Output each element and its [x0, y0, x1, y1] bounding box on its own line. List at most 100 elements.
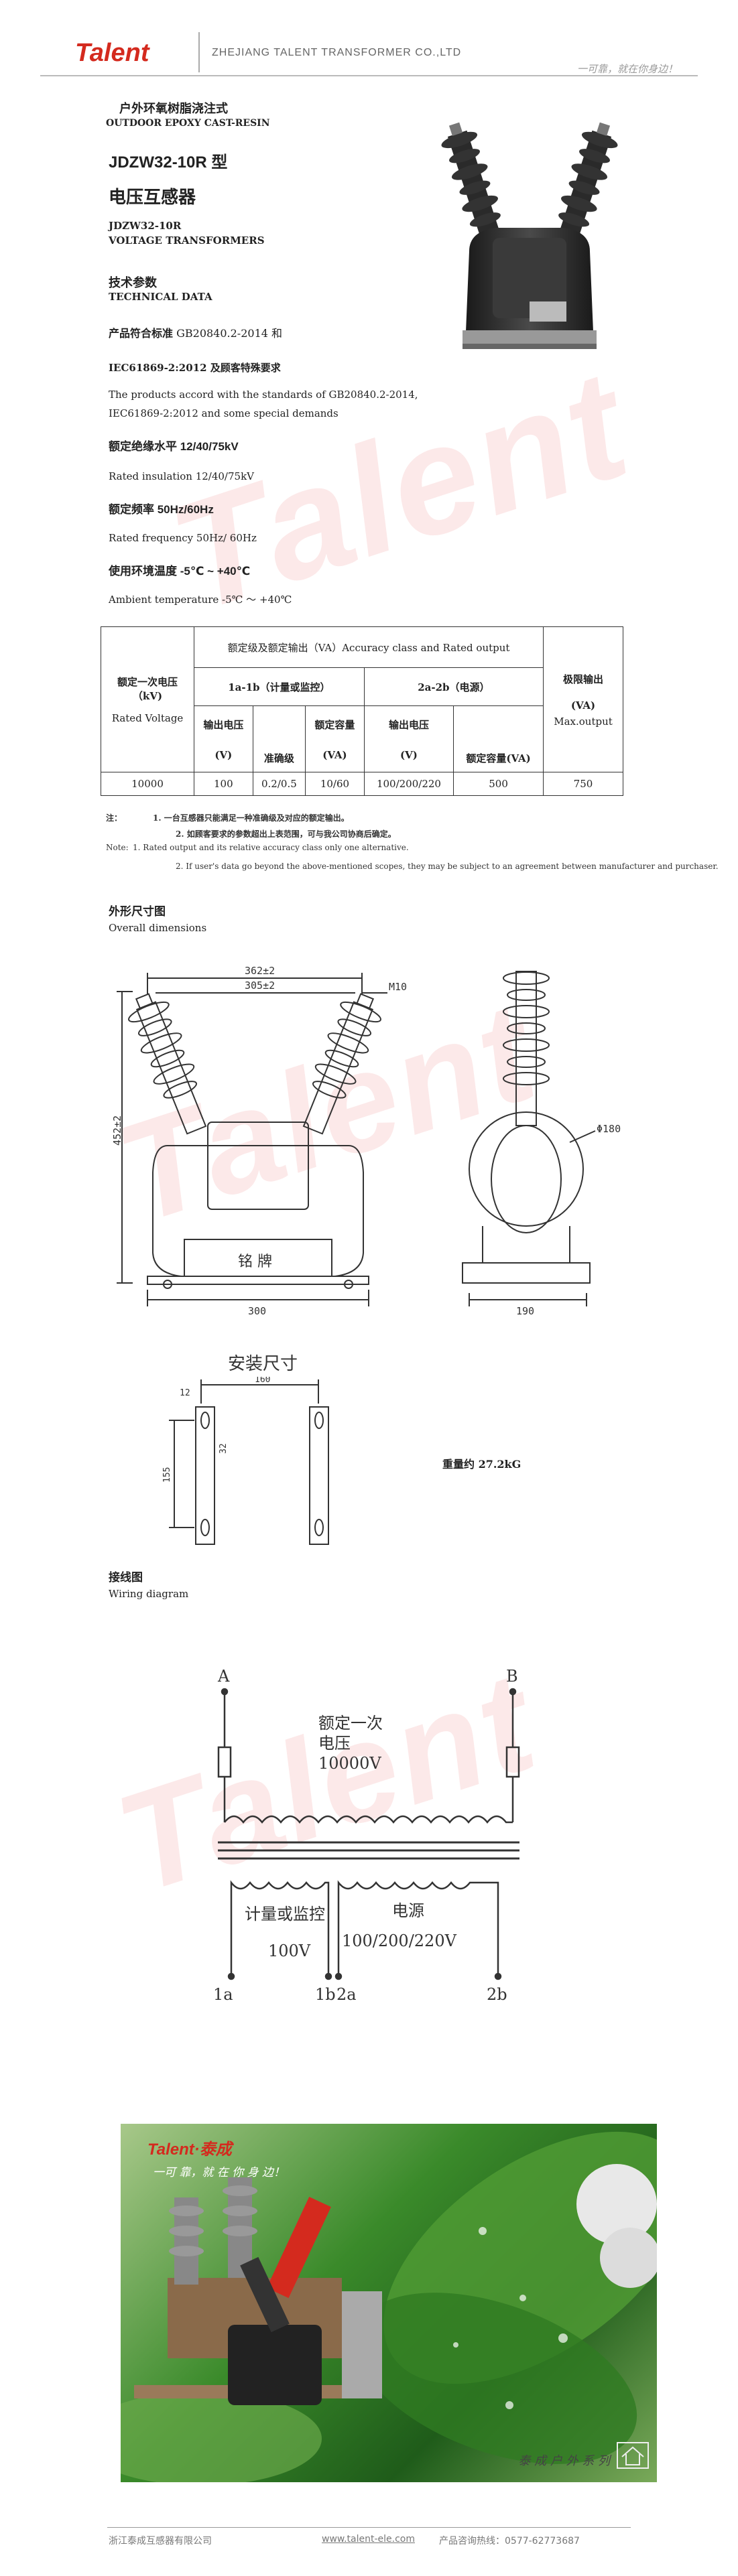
cell-capacity: 10/60	[305, 772, 365, 796]
terminal-B: B	[506, 1667, 518, 1686]
note-en-2: 2. If user's data go beyond the above-me…	[176, 862, 719, 871]
col1-header-cn: 额定一次电压（kV)	[117, 676, 178, 702]
out-v-unit: (V)	[214, 748, 233, 761]
nameplate-label: 铭 牌	[238, 1253, 272, 1270]
overall-dimensions-drawing: 362±2 305±2 M10 铭 牌 452±2 300 Φ180 190	[111, 965, 621, 1317]
insulation-cn: 额定绝缘水平 12/40/75kV	[109, 440, 239, 453]
terminal-1b: 1b	[315, 1985, 336, 2004]
standard-en-1: The products accord with the standards o…	[109, 389, 418, 401]
terminal-2a: 2a	[336, 1985, 357, 2004]
product-photo	[441, 122, 618, 349]
standard-label: 产品符合标准	[109, 328, 174, 340]
temperature-cn: 使用环境温度 -5℃ ~ +40℃	[109, 565, 251, 578]
footer-hotline: 产品咨询热线：0577-62773687	[439, 2536, 580, 2547]
banner-brand: Talent·泰成	[147, 2141, 232, 2159]
note-cn-1: 1. 一台互感器只能满足一种准确级及对应的额定输出。	[153, 813, 349, 823]
max-header-unit: (VA)	[570, 699, 596, 711]
secondary2-label: 电源	[392, 1901, 424, 1920]
standard-line: 产品符合标准 GB20840.2-2014 和	[109, 324, 282, 340]
group-header: 额定级及额定输出（VA）Accuracy class and Rated out…	[194, 626, 544, 668]
product-banner: Talent·泰成 一可 靠，就 在 你 身 边！ 泰 成 户 外 系 列	[121, 2124, 657, 2482]
model-title: JDZW32-10R 型	[109, 153, 228, 172]
dimensions-heading-en: Overall dimensions	[109, 922, 207, 934]
col1-header-en: Rated Voltage	[111, 712, 184, 724]
group-a-header: 1a-1b（计量或监控）	[194, 667, 365, 706]
header-rule	[40, 75, 698, 76]
dimensions-heading-cn: 外形尺寸图	[109, 905, 166, 918]
tech-heading-en: TECHNICAL DATA	[109, 291, 212, 303]
tech-heading-cn: 技术参数	[109, 276, 157, 289]
cell-capacity2: 500	[453, 772, 544, 796]
primary-voltage: 10000V	[318, 1754, 381, 1773]
standard-en-2: IEC61869-2:2012 and some special demands	[109, 407, 339, 419]
cell-voltage: 10000	[101, 772, 194, 796]
group-b-header: 2a-2b（电源）	[363, 667, 544, 706]
capacity-unit: (VA)	[322, 748, 347, 761]
cell-out-v: 100	[194, 772, 253, 796]
dim-300: 300	[248, 1305, 266, 1317]
house-icon	[617, 2442, 649, 2469]
install-title: 安装尺寸	[228, 1353, 298, 1373]
leaf-background	[121, 2131, 657, 2482]
banner-slogan: 一可 靠，就 在 你 身 边！	[153, 2166, 286, 2179]
out-v-header: 输出电压	[203, 718, 244, 731]
terminal-A: A	[217, 1667, 230, 1686]
dim-362: 362±2	[245, 965, 275, 977]
footer-rule	[107, 2527, 631, 2528]
cell-out-v2: 100/200/220	[363, 772, 454, 796]
footer-company: 浙江泰成互感器有限公司	[109, 2536, 212, 2547]
cell-accuracy: 0.2/0.5	[252, 772, 306, 796]
standard-line2: IEC61869-2:2012 及顾客特殊要求	[109, 362, 281, 374]
dim-m10: M10	[389, 981, 407, 993]
terminal-1a: 1a	[213, 1985, 233, 2004]
product-name-cn: 电压互感器	[109, 187, 196, 207]
insulation-en: Rated insulation 12/40/75kV	[109, 470, 254, 482]
dim-452: 452±2	[111, 1115, 123, 1146]
out-v2-unit: (V)	[400, 748, 418, 761]
note-cn-2: 2. 如顾客要求的参数超出上表范围，可与我公司协商后确定。	[176, 829, 396, 839]
dim-305: 305±2	[245, 979, 275, 992]
footer-website[interactable]: www.talent-ele.com	[322, 2534, 415, 2545]
accuracy-header: 准确级	[252, 705, 306, 772]
model-en: JDZW32-10R	[109, 220, 182, 232]
standard-value: GB20840.2-2014 和	[173, 327, 283, 340]
company-logo: Talent	[75, 39, 149, 67]
header-separator	[198, 32, 200, 72]
dim-phi180: Φ180	[597, 1123, 621, 1135]
wiring-heading-cn: 接线图	[109, 1571, 143, 1584]
dim-32: 32	[219, 1443, 229, 1454]
frequency-cn: 额定频率 50Hz/60Hz	[109, 503, 214, 516]
dim-12: 12	[180, 1388, 190, 1398]
frequency-en: Rated frequency 50Hz/ 60Hz	[109, 532, 257, 544]
dim-190: 190	[516, 1305, 534, 1317]
wiring-diagram: A B 额定一次 电压 10000V 计量或监控 100V 电源 100/200…	[213, 1667, 520, 2004]
weight-label: 重量约 27.2kG	[442, 1458, 521, 1471]
max-header-cn: 极限输出	[562, 673, 603, 685]
secondary1-label: 计量或监控	[245, 1905, 325, 1923]
primary-label-1: 额定一次	[318, 1714, 383, 1733]
product-name-en: VOLTAGE TRANSFORMERS	[109, 234, 265, 247]
note-label-cn: 注：	[106, 813, 123, 823]
secondary1-voltage: 100V	[268, 1942, 311, 1960]
max-header-en: Max.output	[554, 715, 613, 728]
table-row: 10000 100 0.2/0.5 10/60 100/200/220 500 …	[101, 772, 623, 796]
primary-label-2: 电压	[318, 1734, 351, 1753]
out-v2-header: 输出电压	[388, 718, 429, 731]
note-label-en: Note:	[106, 843, 129, 852]
type-en: OUTDOOR EPOXY CAST-RESIN	[106, 118, 270, 129]
capacity2-header: 额定容量(VA)	[453, 705, 544, 772]
type-cn: 户外环氧树脂浇注式	[119, 102, 228, 116]
secondary2-voltage: 100/200/220V	[342, 1931, 457, 1950]
terminal-2b: 2b	[487, 1985, 507, 2004]
note-en-1: 1. Rated output and its relative accurac…	[133, 843, 409, 852]
wiring-heading-en: Wiring diagram	[109, 1588, 189, 1600]
dim-155: 155	[162, 1467, 172, 1483]
capacity-header: 额定容量	[314, 718, 355, 731]
cell-max: 750	[543, 772, 623, 796]
header-slogan: 一可靠，就在你身边！	[576, 63, 678, 75]
spec-table: 额定一次电压（kV) Rated Voltage 额定级及额定输出（VA）Acc…	[101, 626, 623, 796]
banner-series: 泰 成 户 外 系 列	[518, 2454, 610, 2468]
temperature-en: Ambient temperature -5℃ ～ +40℃	[109, 594, 292, 606]
company-name: ZHEJIANG TALENT TRANSFORMER CO.,LTD	[212, 47, 462, 58]
dim-160: 160	[255, 1377, 270, 1385]
